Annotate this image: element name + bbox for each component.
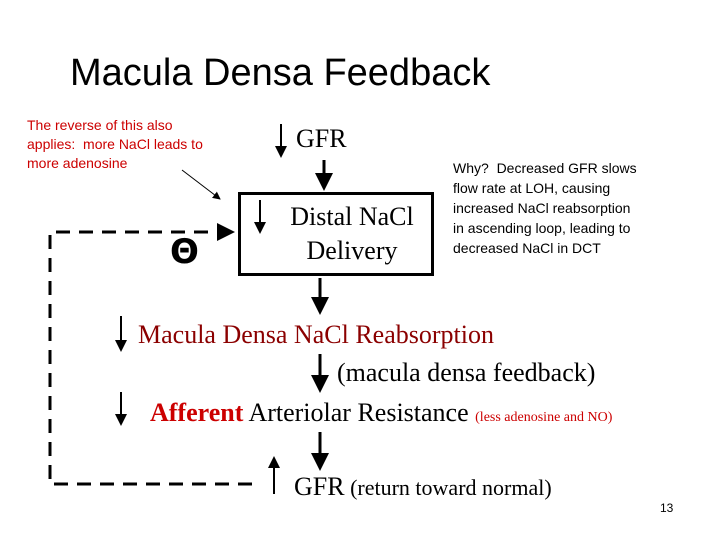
afferent-note: (less adenosine and NO) — [475, 410, 613, 425]
why-note: Why? Decreased GFR slows flow rate at LO… — [453, 160, 637, 256]
reverse-note: The reverse of this also applies: more N… — [27, 117, 203, 171]
gfr-return-line: GFR (return toward normal) — [294, 472, 552, 502]
note-pointer-arrow — [181, 169, 221, 200]
gfr-return-note: (return toward normal) — [344, 475, 552, 500]
afferent-resistance-line: Afferent Arteriolar Resistance (less ade… — [150, 398, 612, 428]
slide-title: Macula Densa Feedback — [70, 52, 491, 94]
afferent-label: Afferent — [150, 398, 244, 427]
arteriolar-resistance-label: Arteriolar Resistance — [243, 398, 476, 427]
gfr-decreased-label: GFR — [296, 124, 347, 153]
feedback-loop-dashed — [48, 223, 252, 486]
gfr-return-label: GFR — [294, 472, 345, 501]
page-number: 13 — [660, 501, 674, 515]
macula-densa-feedback-label: (macula densa feedback) — [337, 358, 596, 387]
distal-nacl-box — [238, 192, 434, 276]
macula-densa-reabsorption-label: Macula Densa NaCl Reabsorption — [138, 320, 494, 349]
distal-nacl-label: Distal NaCl Delivery — [290, 202, 414, 265]
inhibition-symbol: Θ — [170, 232, 199, 272]
